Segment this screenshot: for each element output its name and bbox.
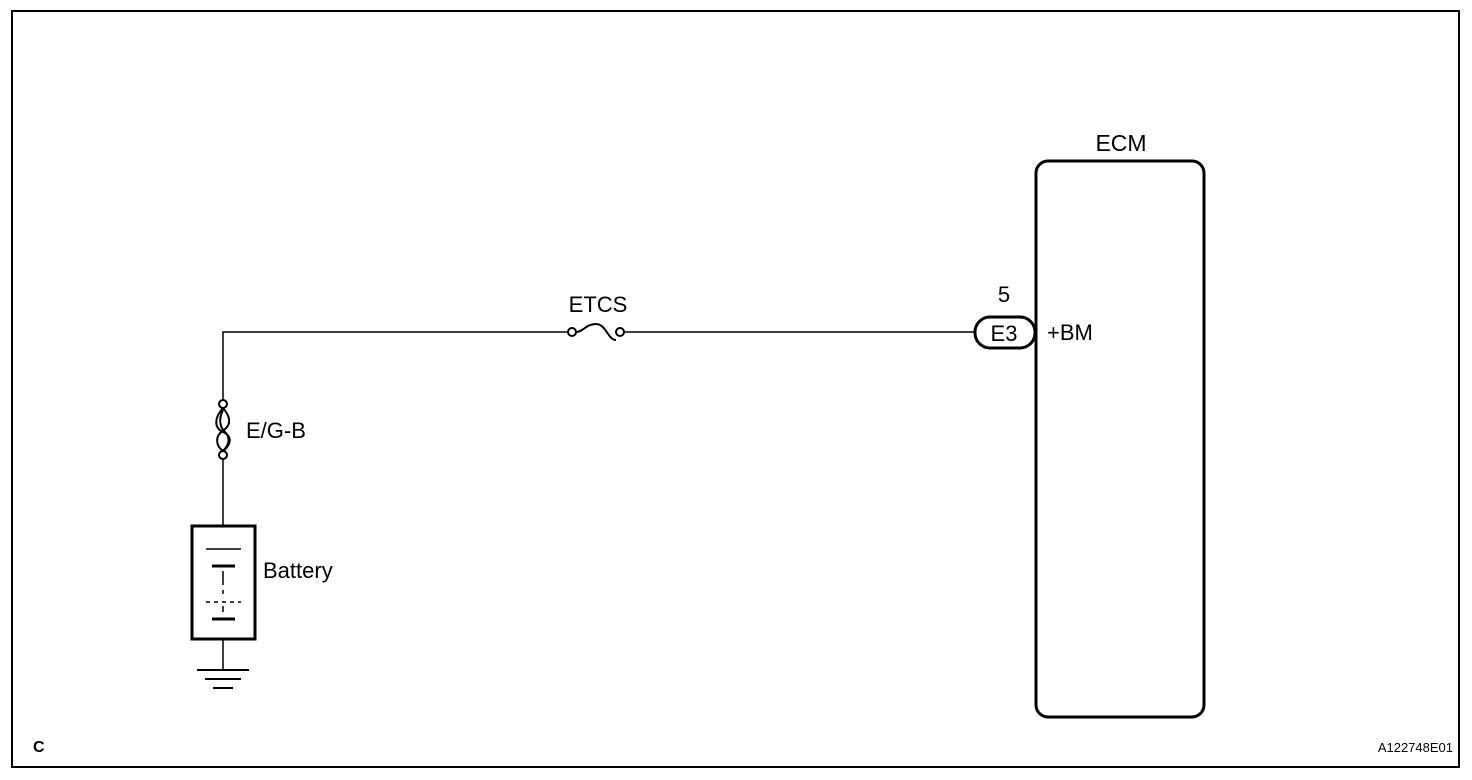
connector-e3-label: E3	[991, 321, 1018, 346]
figure-id: A122748E01	[1378, 740, 1453, 755]
fuse-etcs-label: ETCS	[569, 292, 628, 317]
fuse-eg-b-label: E/G-B	[246, 418, 306, 443]
terminal-bm-label: +BM	[1047, 320, 1093, 345]
wire-main	[222, 331, 975, 670]
diagram-frame	[11, 10, 1460, 768]
battery-label: Battery	[263, 558, 333, 583]
ground-icon	[197, 669, 249, 689]
pin-number: 5	[998, 282, 1010, 307]
ecm-title: ECM	[1095, 130, 1146, 156]
fuse-eg-b-symbol	[215, 399, 231, 460]
ecm-box	[1034, 159, 1206, 719]
corner-label: C	[33, 739, 45, 756]
battery-symbol	[190, 524, 257, 641]
fuse-etcs-symbol	[567, 322, 625, 341]
